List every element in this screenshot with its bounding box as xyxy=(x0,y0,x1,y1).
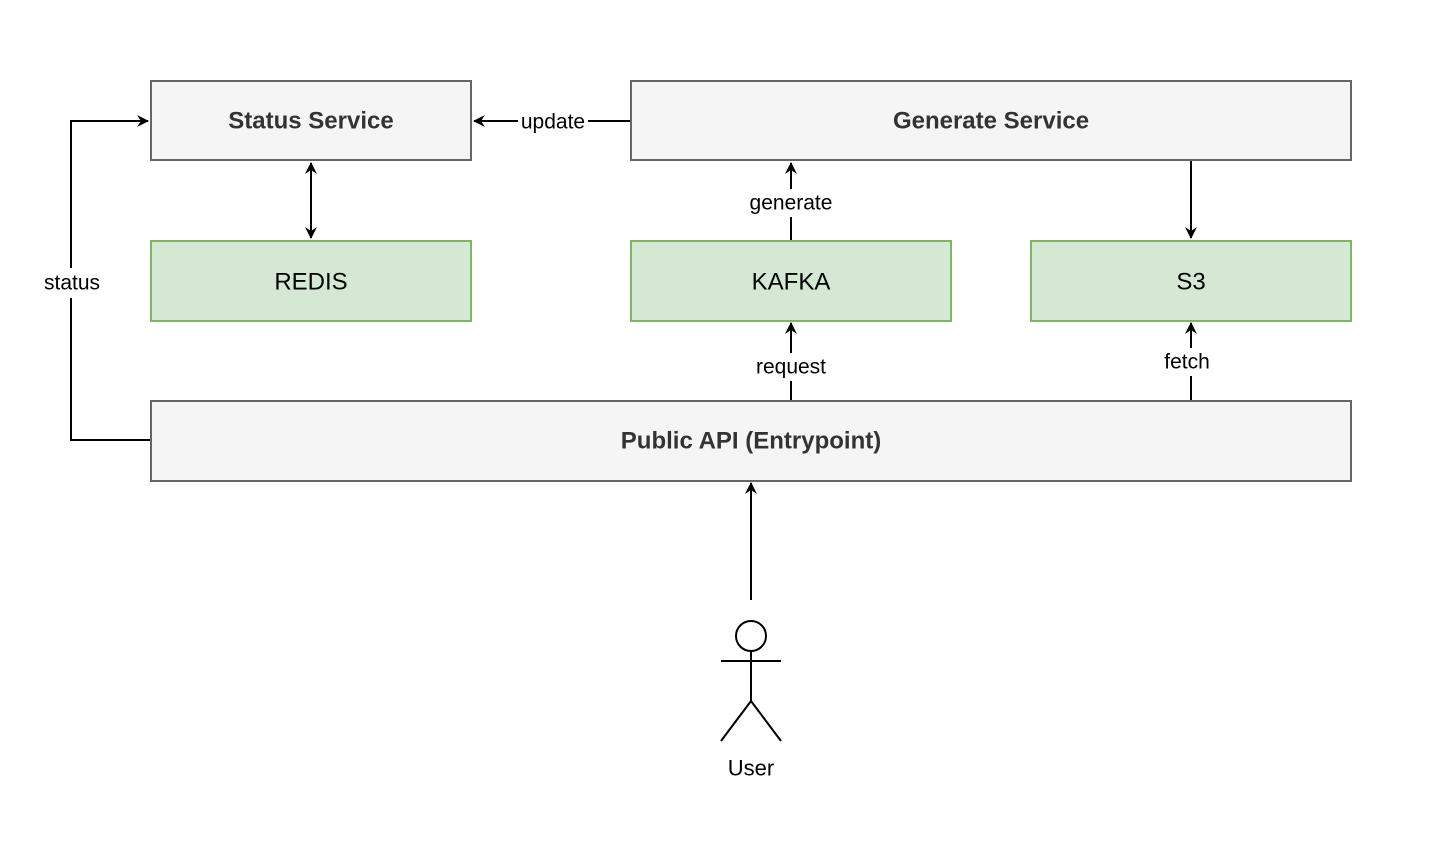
edge-request[interactable]: request xyxy=(750,322,832,400)
public-api-node[interactable]: Public API (Entrypoint) xyxy=(150,400,1352,482)
status-service-label: Status Service xyxy=(228,108,393,135)
public-api-label: Public API (Entrypoint) xyxy=(621,428,881,455)
redis-label: REDIS xyxy=(274,269,347,296)
edge-update[interactable]: update xyxy=(473,108,630,136)
user-label: User xyxy=(728,756,774,781)
edge-label-update: update xyxy=(521,111,585,134)
generate-service-label: Generate Service xyxy=(893,108,1089,135)
edge-status[interactable]: status xyxy=(40,115,150,441)
edge-label-fetch: fetch xyxy=(1164,351,1210,374)
user-actor[interactable]: User xyxy=(720,620,782,781)
s3-label: S3 xyxy=(1176,269,1205,296)
kafka-label: KAFKA xyxy=(752,269,831,296)
generate-service-node[interactable]: Generate Service xyxy=(630,80,1352,161)
status-service-node[interactable]: Status Service xyxy=(150,80,472,161)
edge-generate[interactable]: generate xyxy=(744,162,838,240)
edge-fetch[interactable]: fetch xyxy=(1160,322,1214,400)
edge-label-generate: generate xyxy=(750,192,833,215)
s3-node[interactable]: S3 xyxy=(1030,240,1352,322)
kafka-node[interactable]: KAFKA xyxy=(630,240,952,322)
edge-label-request: request xyxy=(756,356,826,379)
edge-label-status: status xyxy=(44,272,100,295)
user-icon xyxy=(720,620,782,742)
redis-node[interactable]: REDIS xyxy=(150,240,472,322)
